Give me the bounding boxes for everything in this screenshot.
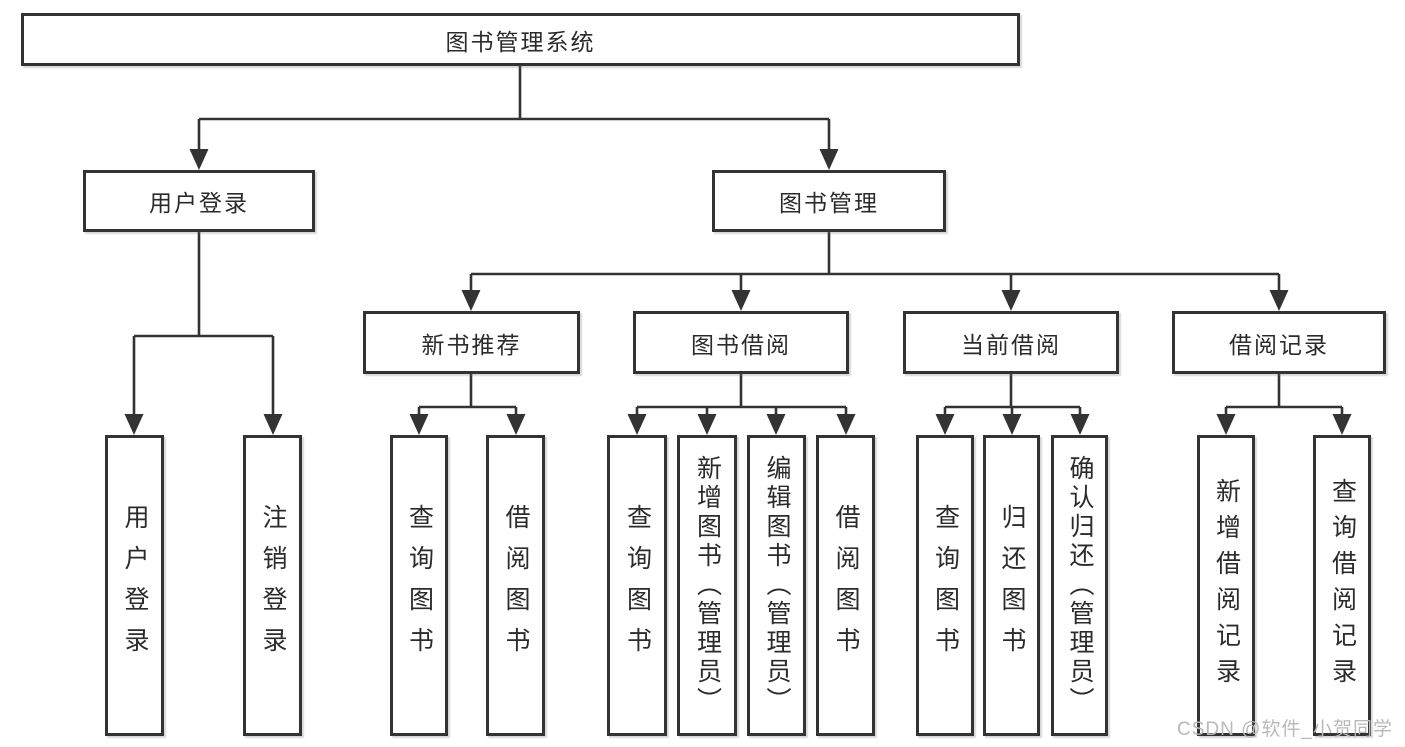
leaf-borrow-books-label: 借阅图书	[832, 503, 860, 668]
leaf-user-login: 用户登录	[105, 435, 164, 736]
leaf-logout-label: 注销登录	[259, 503, 287, 668]
leaf-query-books-recommend: 查询图书	[390, 435, 448, 736]
node-book-borrowing-label: 图书借阅	[691, 331, 791, 358]
leaf-add-books-admin-label: 新增图书（管理员）	[693, 455, 722, 716]
leaf-borrow-books: 借阅图书	[816, 435, 875, 736]
leaf-logout: 注销登录	[243, 435, 302, 736]
leaf-query-books-recommend-label: 查询图书	[405, 503, 434, 668]
node-user-login: 用户登录	[83, 170, 315, 232]
leaf-borrow-books-recommend-label: 借阅图书	[502, 503, 530, 668]
leaf-query-books-borrowing-label: 查询图书	[623, 503, 652, 668]
leaf-confirm-return-admin-label: 确认归还（管理员）	[1066, 455, 1094, 716]
leaf-add-borrow-record: 新增借阅记录	[1197, 435, 1255, 736]
node-book-management: 图书管理	[712, 170, 946, 232]
node-current-borrowing: 当前借阅	[903, 311, 1119, 374]
leaf-query-borrow-record-label: 查询借阅记录	[1328, 477, 1357, 694]
leaf-return-books: 归还图书	[983, 435, 1040, 736]
node-book-management-label: 图书管理	[779, 190, 879, 216]
leaf-return-books-label: 归还图书	[998, 503, 1026, 668]
node-new-book-recommend-label: 新书推荐	[421, 331, 522, 358]
leaf-add-books-admin: 新增图书（管理员）	[677, 435, 737, 736]
leaf-confirm-return-admin: 确认归还（管理员）	[1051, 435, 1108, 736]
node-book-borrowing: 图书借阅	[633, 311, 849, 374]
leaf-edit-books-admin-label: 编辑图书（管理员）	[763, 455, 791, 716]
leaf-query-books-current: 查询图书	[916, 435, 974, 736]
leaf-query-books-borrowing: 查询图书	[607, 435, 667, 736]
node-root-label: 图书管理系统	[445, 28, 596, 55]
leaf-borrow-books-recommend: 借阅图书	[486, 435, 545, 736]
leaf-add-borrow-record-label: 新增借阅记录	[1212, 477, 1241, 694]
leaf-query-books-current-label: 查询图书	[931, 503, 960, 668]
node-root: 图书管理系统	[21, 13, 1020, 66]
node-borrowing-records: 借阅记录	[1172, 311, 1386, 374]
node-current-borrowing-label: 当前借阅	[961, 331, 1061, 358]
node-user-login-label: 用户登录	[149, 190, 249, 216]
csdn-watermark: CSDN @软件_小贺同学	[1177, 719, 1393, 740]
leaf-user-login-label: 用户登录	[121, 503, 149, 668]
leaf-query-borrow-record: 查询借阅记录	[1313, 435, 1371, 736]
node-borrowing-records-label: 借阅记录	[1229, 331, 1329, 358]
leaf-edit-books-admin: 编辑图书（管理员）	[747, 435, 806, 736]
node-new-book-recommend: 新书推荐	[363, 311, 580, 374]
